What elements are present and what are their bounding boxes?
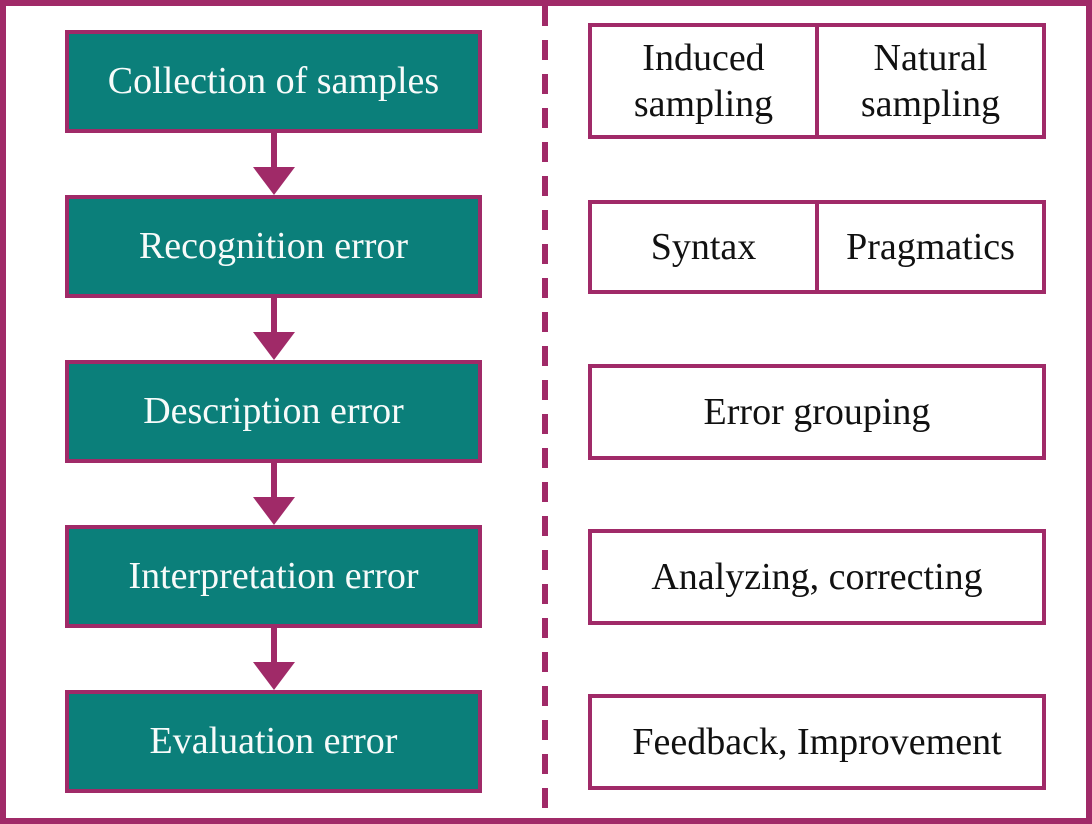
flow-stage-label: Interpretation error xyxy=(128,554,419,597)
arrow-head xyxy=(252,662,295,690)
detail-label: Pragmatics xyxy=(846,225,1015,268)
flow-stage-box-evaluation: Evaluation error xyxy=(65,690,482,793)
detail-cell-syntax: Syntax xyxy=(588,200,819,294)
detail-row-feedback-improvement: Feedback, Improvement xyxy=(588,694,1046,790)
arrow-stem xyxy=(270,133,277,167)
arrow-head xyxy=(252,332,295,360)
detail-row-sampling: Induced sampling Natural sampling xyxy=(588,23,1046,139)
detail-label: Induced sampling xyxy=(633,36,774,125)
arrow-stem xyxy=(270,298,277,332)
detail-cell-error-grouping: Error grouping xyxy=(588,364,1046,460)
flow-stage-box-description: Description error xyxy=(65,360,482,463)
detail-label: Natural sampling xyxy=(860,36,1001,125)
down-arrow-icon xyxy=(65,628,482,690)
down-arrow-icon xyxy=(65,463,482,525)
arrow-stem xyxy=(270,628,277,662)
flow-stage-label: Collection of samples xyxy=(107,59,440,102)
flow-stage-label: Description error xyxy=(143,389,404,432)
detail-cell-pragmatics: Pragmatics xyxy=(819,200,1046,294)
detail-row-analyzing-correcting: Analyzing, correcting xyxy=(588,529,1046,625)
arrow-head xyxy=(252,167,295,195)
detail-label: Syntax xyxy=(650,225,757,268)
detail-cell-analyzing-correcting: Analyzing, correcting xyxy=(588,529,1046,625)
flow-stage-box-collection: Collection of samples xyxy=(65,30,482,133)
detail-label: Feedback, Improvement xyxy=(632,720,1002,763)
dashed-divider xyxy=(542,6,548,818)
down-arrow-icon xyxy=(65,133,482,195)
detail-row-error-grouping: Error grouping xyxy=(588,364,1046,460)
arrow-stem xyxy=(270,463,277,497)
flow-stage-box-recognition: Recognition error xyxy=(65,195,482,298)
flow-stage-box-interpretation: Interpretation error xyxy=(65,525,482,628)
flow-stage-label: Recognition error xyxy=(138,224,409,267)
detail-label: Analyzing, correcting xyxy=(651,555,983,598)
detail-cell-natural-sampling: Natural sampling xyxy=(819,23,1046,139)
flow-stage-label: Evaluation error xyxy=(149,719,398,762)
detail-row-syntax-pragmatics: Syntax Pragmatics xyxy=(588,200,1046,294)
detail-cell-feedback-improvement: Feedback, Improvement xyxy=(588,694,1046,790)
detail-label: Error grouping xyxy=(703,390,931,433)
arrow-head xyxy=(252,497,295,525)
detail-cell-induced-sampling: Induced sampling xyxy=(588,23,819,139)
down-arrow-icon xyxy=(65,298,482,360)
